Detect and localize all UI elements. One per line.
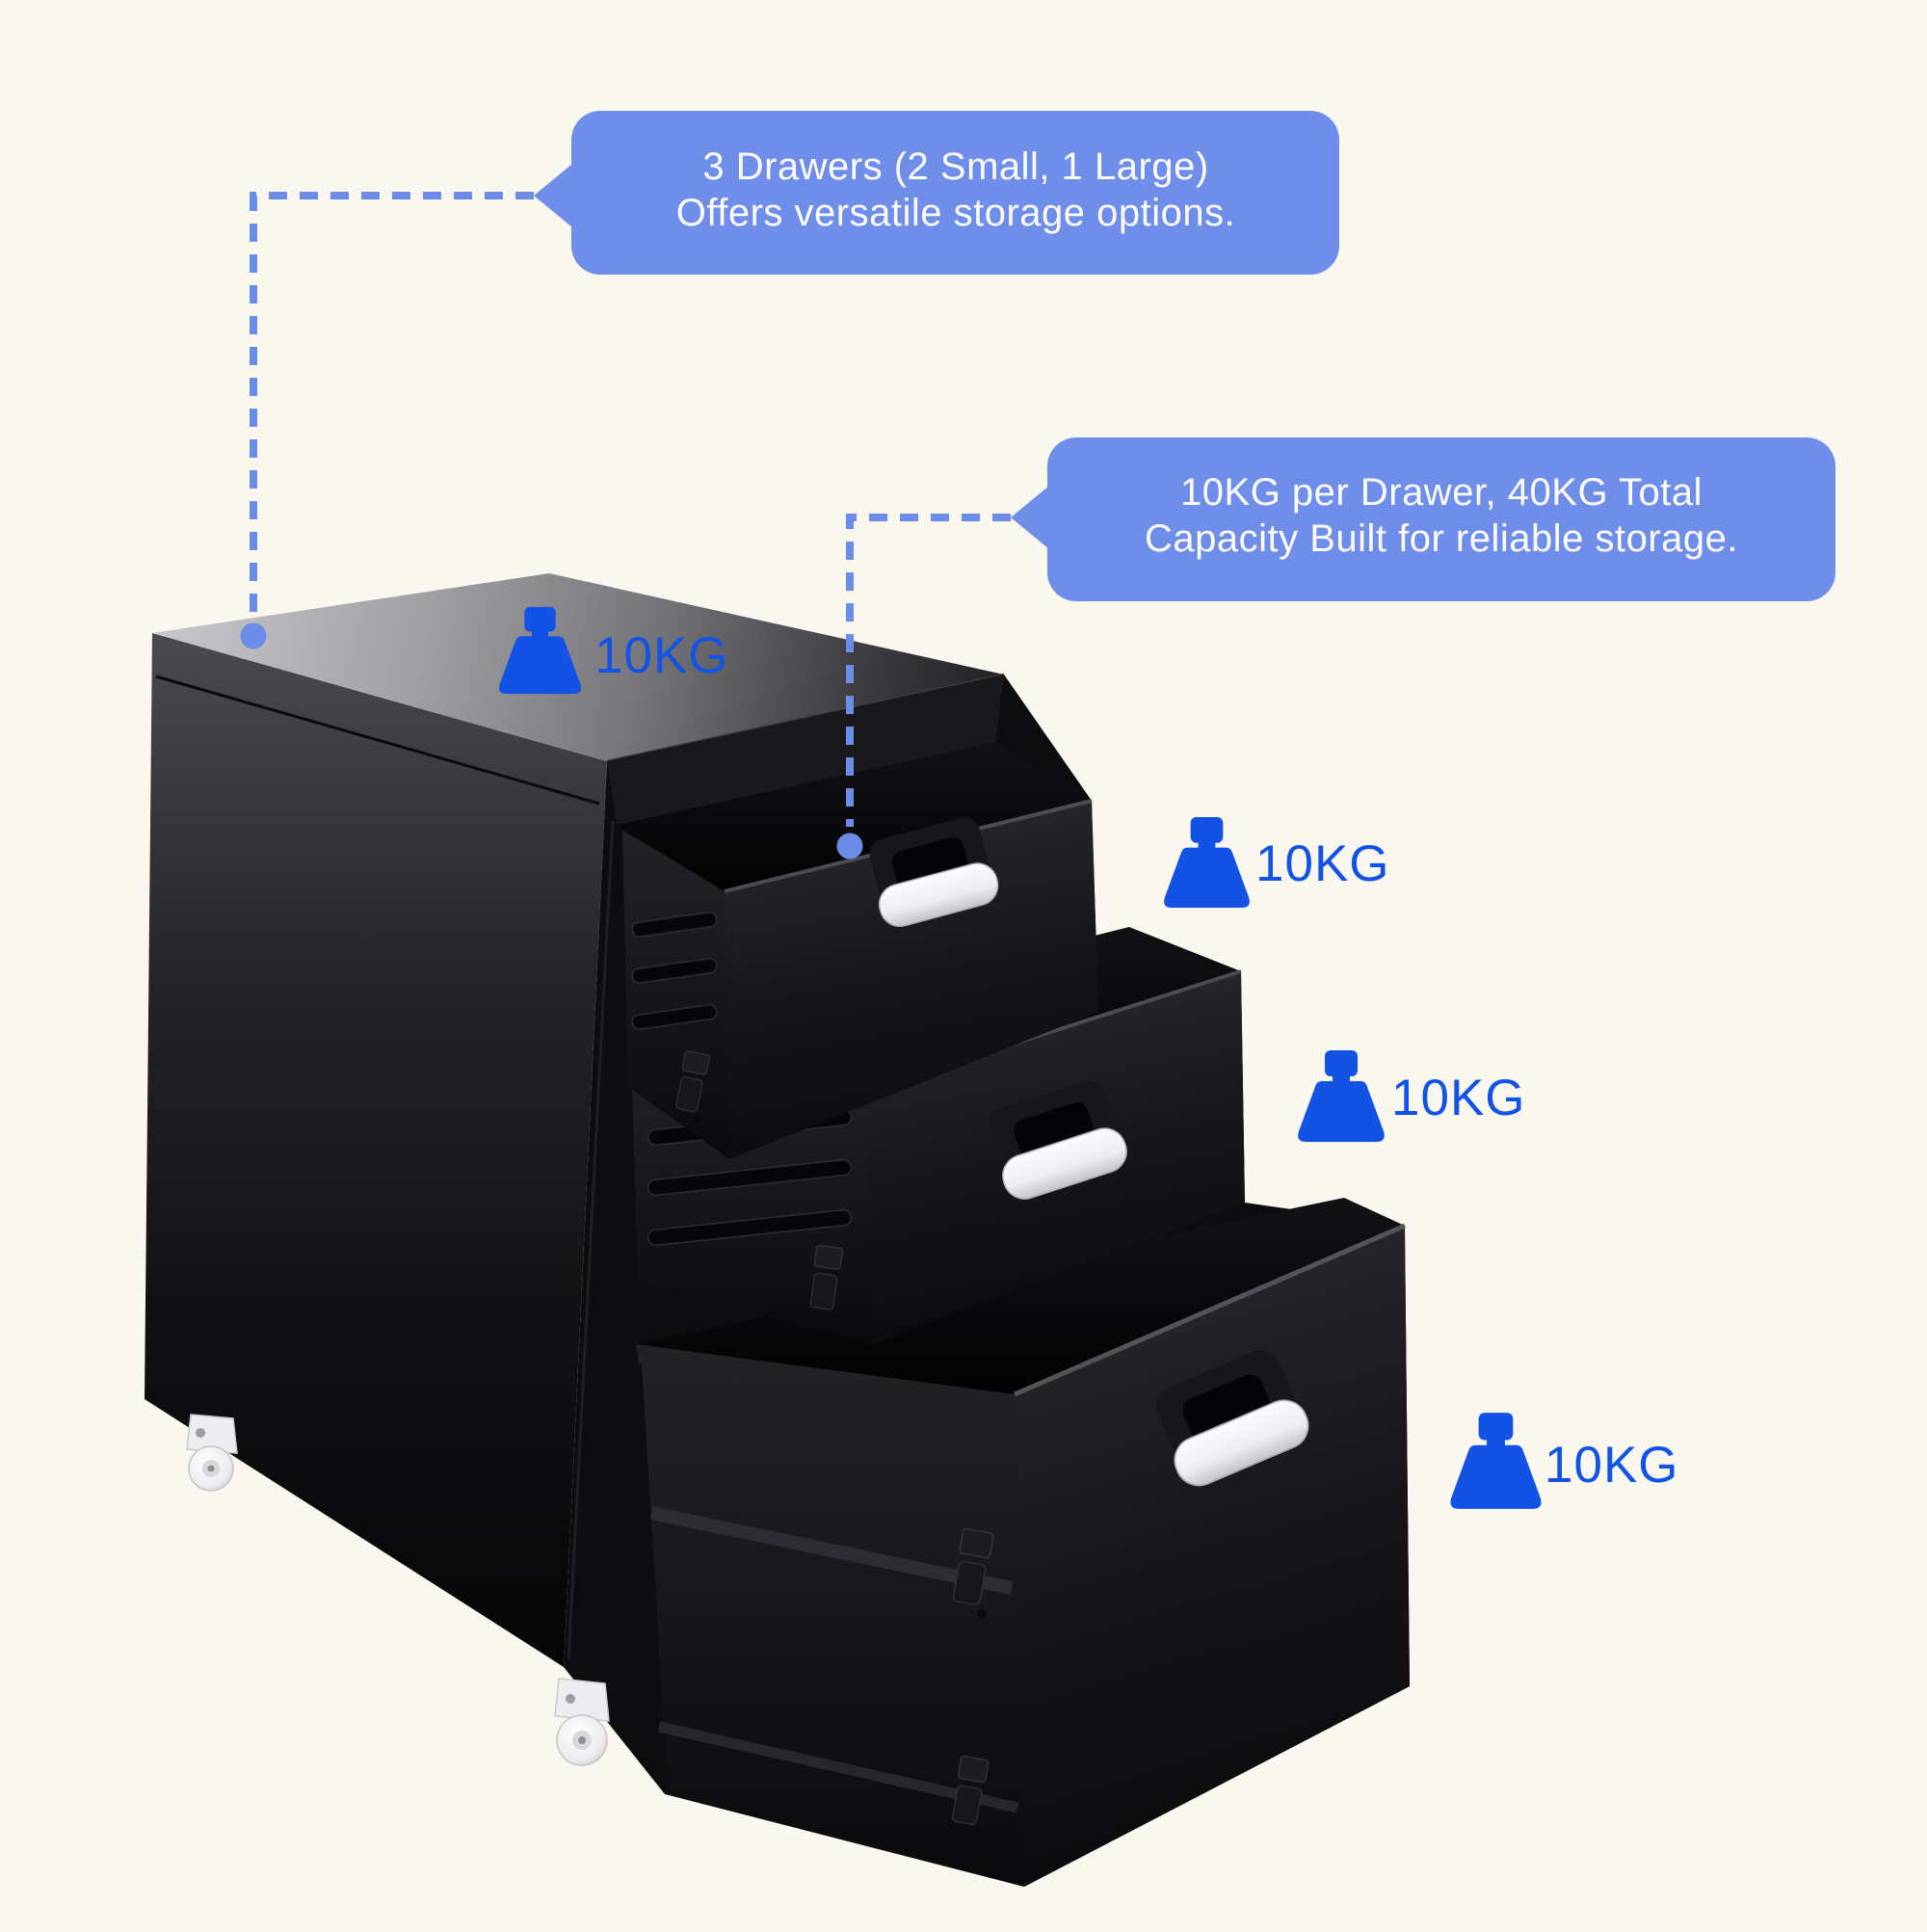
drawer-3-large xyxy=(636,1198,1410,1887)
cabinet-front-rail xyxy=(607,675,1004,825)
left-panel-seam xyxy=(155,675,600,806)
drawer3-rail-upper xyxy=(649,1506,1014,1595)
weight-annotations: 10KG 10KG 10KG 10KG xyxy=(498,606,1679,1509)
drawer3-front-panel xyxy=(1015,1226,1410,1887)
drawer-1-small xyxy=(617,742,1098,1159)
callout-drawers-line2: Offers versatile storage options. xyxy=(676,192,1235,234)
leader-line-capacity xyxy=(846,514,1011,827)
caster-front-left xyxy=(186,1414,238,1492)
drawer1-interior xyxy=(617,742,1092,891)
leader-dot-drawers xyxy=(240,622,267,649)
weight-label-drawer1: 10KG xyxy=(1255,835,1390,892)
drawer3-interior xyxy=(636,1198,1405,1394)
callout-capacity-line2: Capacity Built for reliable storage. xyxy=(1145,517,1738,560)
callout-capacity-tail xyxy=(1011,486,1049,549)
drawer1-front-panel xyxy=(725,801,1098,1159)
weight-label-drawer2: 10KG xyxy=(1391,1070,1526,1126)
weight-label-top: 10KG xyxy=(594,627,729,684)
weight-label-drawer3: 10KG xyxy=(1544,1437,1679,1494)
drawer1-vents xyxy=(631,912,718,1030)
callout-drawers-line1: 3 Drawers (2 Small, 1 Large) xyxy=(702,146,1208,188)
callout-drawers-tail xyxy=(534,164,572,227)
drawer3-front-top-edge xyxy=(1014,1223,1406,1397)
callout-capacity: 10KG per Drawer, 40KG Total Capacity Bui… xyxy=(1011,437,1835,601)
callout-drawers-bubble xyxy=(571,111,1339,275)
leader-dot-capacity xyxy=(836,833,863,860)
file-cabinet xyxy=(145,573,1410,1887)
callout-drawers: 3 Drawers (2 Small, 1 Large) Offers vers… xyxy=(534,111,1339,275)
cabinet-left-panel xyxy=(145,633,607,1667)
leader-line-drawers xyxy=(250,192,534,619)
cabinet-top-face xyxy=(152,573,1004,761)
leader-lines xyxy=(240,192,1011,860)
caster-front-center xyxy=(554,1678,610,1766)
front-left-edge xyxy=(567,820,615,1660)
callout-capacity-line1: 10KG per Drawer, 40KG Total xyxy=(1180,471,1703,514)
callout-capacity-bubble xyxy=(1047,437,1835,601)
drawer3-side-wall xyxy=(641,1347,1024,1887)
